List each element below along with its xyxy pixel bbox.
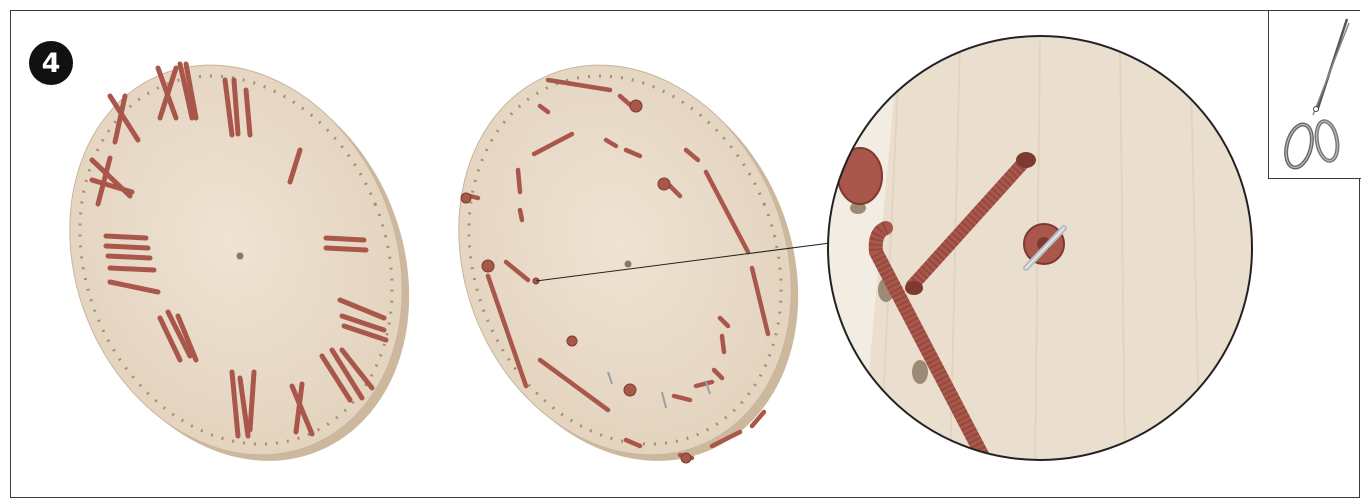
clock-face-back — [402, 15, 856, 500]
zoom-detail — [820, 30, 1260, 470]
center-hole — [237, 253, 244, 260]
clock-face-completed — [13, 15, 467, 500]
